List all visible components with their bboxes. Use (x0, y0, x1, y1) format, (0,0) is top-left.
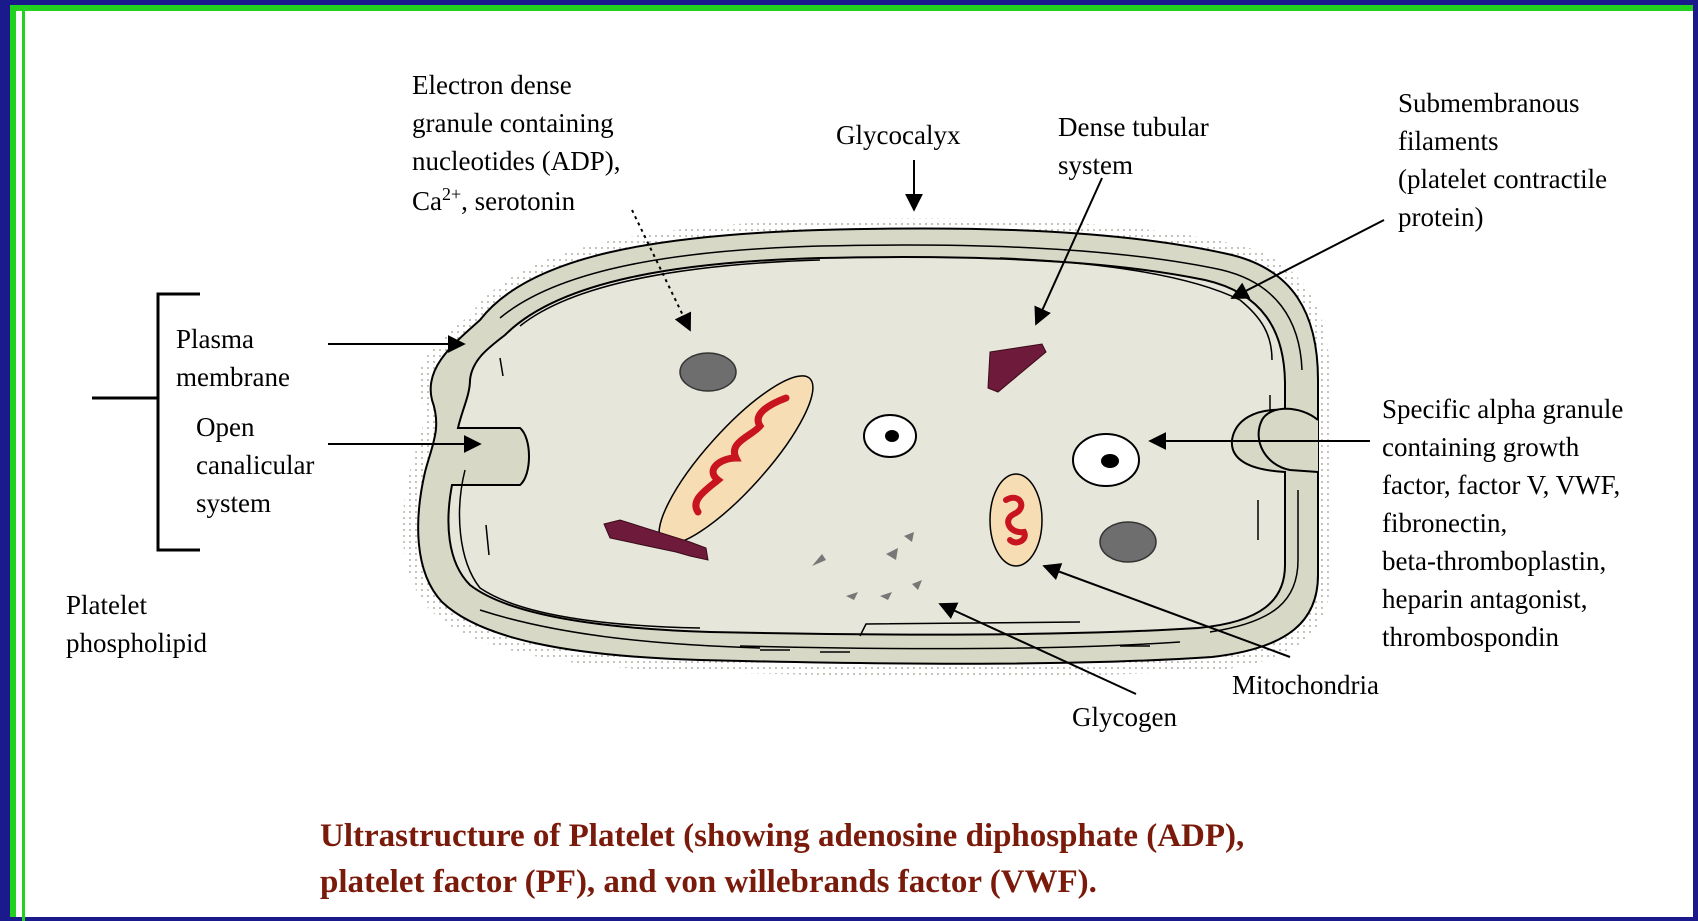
svg-text:Platelet: Platelet (66, 590, 147, 620)
svg-text:granule containing: granule containing (412, 108, 614, 138)
label-electron-dense-granule: Electron dense granule containing nucleo… (412, 70, 620, 216)
svg-text:system: system (196, 488, 271, 518)
caption: Ultrastructure of Platelet (showing aden… (320, 818, 1244, 900)
dense-granule-1 (680, 353, 736, 391)
label-open-canalicular-system: Open canalicular system (196, 412, 314, 518)
dense-granule-2 (1100, 522, 1156, 562)
alpha-granule-1 (864, 415, 916, 457)
label-glycocalyx: Glycocalyx (836, 120, 961, 150)
label-plasma-membrane: Plasma membrane (176, 324, 290, 392)
label-mitochondria: Mitochondria (1232, 670, 1379, 700)
svg-text:heparin antagonist,: heparin antagonist, (1382, 584, 1587, 614)
svg-text:filaments: filaments (1398, 126, 1498, 156)
svg-text:(platelet contractile: (platelet contractile (1398, 164, 1607, 194)
svg-text:platelet factor (PF), and von: platelet factor (PF), and von willebrand… (320, 864, 1097, 900)
svg-text:Plasma: Plasma (176, 324, 254, 354)
mitochondrion-small (990, 474, 1042, 566)
svg-text:Electron dense: Electron dense (412, 70, 572, 100)
svg-text:Specific alpha granule: Specific alpha granule (1382, 394, 1623, 424)
label-glycogen: Glycogen (1072, 702, 1177, 732)
svg-text:Dense tubular: Dense tubular (1058, 112, 1209, 142)
svg-text:Ultrastructure of Platelet (sh: Ultrastructure of Platelet (showing aden… (320, 818, 1244, 854)
svg-text:protein): protein) (1398, 202, 1483, 232)
svg-text:Open: Open (196, 412, 255, 442)
svg-text:beta-thromboplastin,: beta-thromboplastin, (1382, 546, 1606, 576)
svg-text:fibronectin,: fibronectin, (1382, 508, 1507, 538)
svg-text:thrombospondin: thrombospondin (1382, 622, 1560, 652)
svg-text:nucleotides (ADP),: nucleotides (ADP), (412, 146, 620, 176)
alpha-granule-2 (1073, 434, 1139, 486)
svg-text:phospholipid: phospholipid (66, 628, 208, 658)
svg-text:containing growth: containing growth (1382, 432, 1580, 462)
svg-text:Submembranous: Submembranous (1398, 88, 1580, 118)
svg-text:membrane: membrane (176, 362, 290, 392)
svg-text:system: system (1058, 150, 1133, 180)
label-specific-alpha-granule: Specific alpha granule containing growth… (1382, 394, 1623, 652)
label-submembranous-filaments: Submembranous filaments (platelet contra… (1398, 88, 1607, 232)
svg-text:canalicular: canalicular (196, 450, 314, 480)
svg-text:Ca2+, serotonin: Ca2+, serotonin (412, 184, 576, 216)
svg-text:factor, factor V, VWF,: factor, factor V, VWF, (1382, 470, 1620, 500)
label-platelet-phospholipid: Platelet phospholipid (66, 590, 208, 658)
label-dense-tubular-system: Dense tubular system (1058, 112, 1209, 180)
